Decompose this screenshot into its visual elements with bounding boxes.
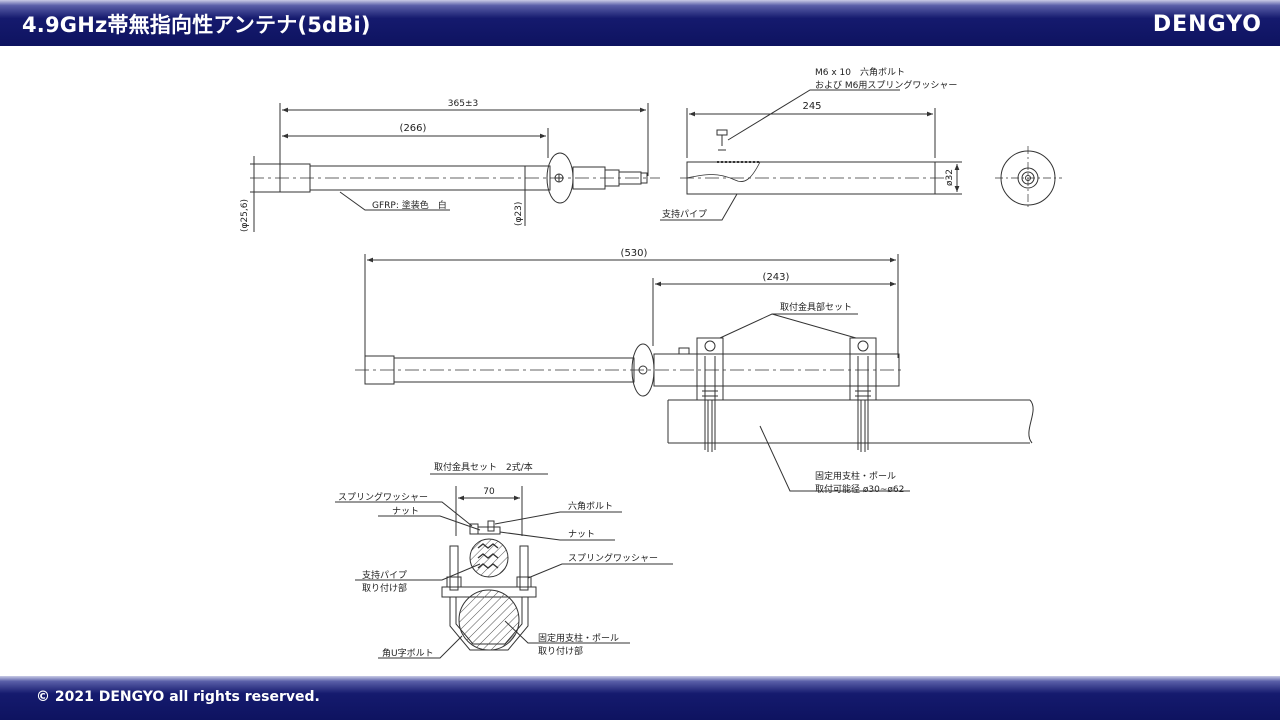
support-pipe-view: [660, 89, 1062, 221]
pole-part-line2: 取り付け部: [538, 645, 583, 657]
spring-washer-left-label: スプリングワッシャー: [338, 491, 428, 503]
bracket-detail-title: 取付金具セット 2式/本: [434, 461, 533, 473]
nut-left-label: ナット: [392, 506, 419, 517]
support-pipe-part-line1: 支持パイプ: [362, 569, 407, 581]
bracket-detail-view: [335, 473, 673, 659]
nut-right-label: ナット: [568, 529, 595, 540]
dim-245: 245: [802, 101, 821, 112]
support-pipe-part-line2: 取り付け部: [362, 582, 407, 594]
dim-dia-25-6: (φ25,6): [240, 199, 250, 232]
dim-dia-32: ø32: [945, 169, 955, 186]
title-bar: 4.9GHz帯無指向性アンテナ(5dBi) DENGYO: [0, 0, 1280, 46]
dim-530: (530): [621, 248, 648, 259]
material-label: GFRP: 塗装色 白: [372, 199, 447, 211]
pole-label-line1: 固定用支柱・ポール: [815, 470, 896, 482]
pole-label-line2: 取付可能径 ø30~ø62: [815, 483, 904, 495]
dim-dia-23: (φ23): [514, 202, 524, 226]
dengyo-logo: DENGYO: [1152, 12, 1262, 37]
dim-243: (243): [763, 272, 790, 283]
pole-part-line1: 固定用支柱・ポール: [538, 632, 619, 644]
bolt-label-line1: M6 x 10 六角ボルト: [815, 66, 905, 78]
antenna-side-view: [250, 103, 660, 232]
footer-bar: © 2021 DENGYO all rights reserved.: [0, 676, 1280, 720]
bracket-set-label: 取付金具部セット: [780, 301, 852, 313]
support-pipe-label: 支持パイプ: [662, 208, 707, 220]
u-bolt-label: 角U字ボルト: [382, 647, 434, 659]
bolt-label-line2: および M6用スプリングワッシャー: [815, 79, 957, 91]
dim-266: (266): [400, 123, 427, 134]
technical-drawing: 365±3 (266) (φ25,6) (φ23) GFRP: 塗装色 白 M6…: [240, 66, 1062, 659]
dim-70: 70: [483, 487, 495, 497]
spring-washer-right-label: スプリングワッシャー: [568, 552, 658, 564]
slide-title: 4.9GHz帯無指向性アンテナ(5dBi): [22, 13, 371, 37]
copyright-text: © 2021 DENGYO all rights reserved.: [36, 689, 320, 705]
assembly-view: [355, 254, 1034, 492]
hex-bolt-label: 六角ボルト: [568, 500, 613, 512]
dim-365: 365±3: [448, 99, 478, 109]
